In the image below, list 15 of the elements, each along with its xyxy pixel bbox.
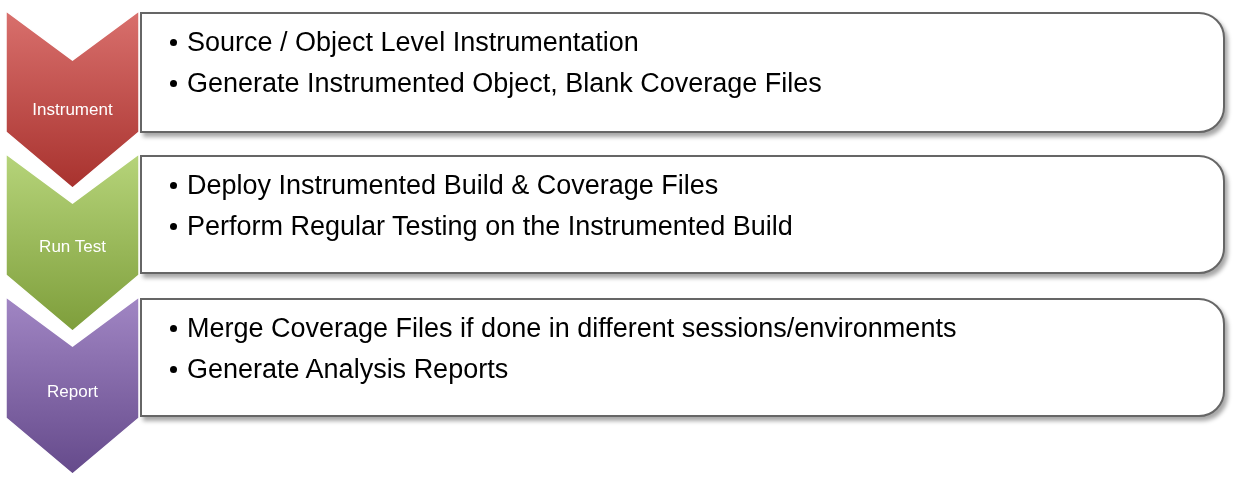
chevron-step — [5, 10, 140, 190]
bullet-text: Merge Coverage Files if done in different sessions/environments — [187, 312, 957, 345]
step-label: Report — [46, 382, 99, 402]
step-label: Instrument — [31, 100, 114, 120]
chevron-step — [5, 153, 140, 333]
bullet-text: Deploy Instrumented Build & Coverage Files — [187, 169, 719, 202]
bullet-text: Generate Analysis Reports — [187, 353, 509, 386]
chevron-step — [5, 296, 140, 476]
step-details-panel — [140, 12, 1225, 133]
step-label: Run Test — [38, 237, 107, 257]
step-details-panel — [140, 155, 1225, 274]
step-details-panel — [140, 298, 1225, 417]
bullet-text: Source / Object Level Instrumentation — [187, 26, 639, 59]
bullet-text: Generate Instrumented Object, Blank Coverage Files — [187, 67, 822, 100]
bullet-text: Perform Regular Testing on the Instrumented Build — [187, 210, 793, 243]
